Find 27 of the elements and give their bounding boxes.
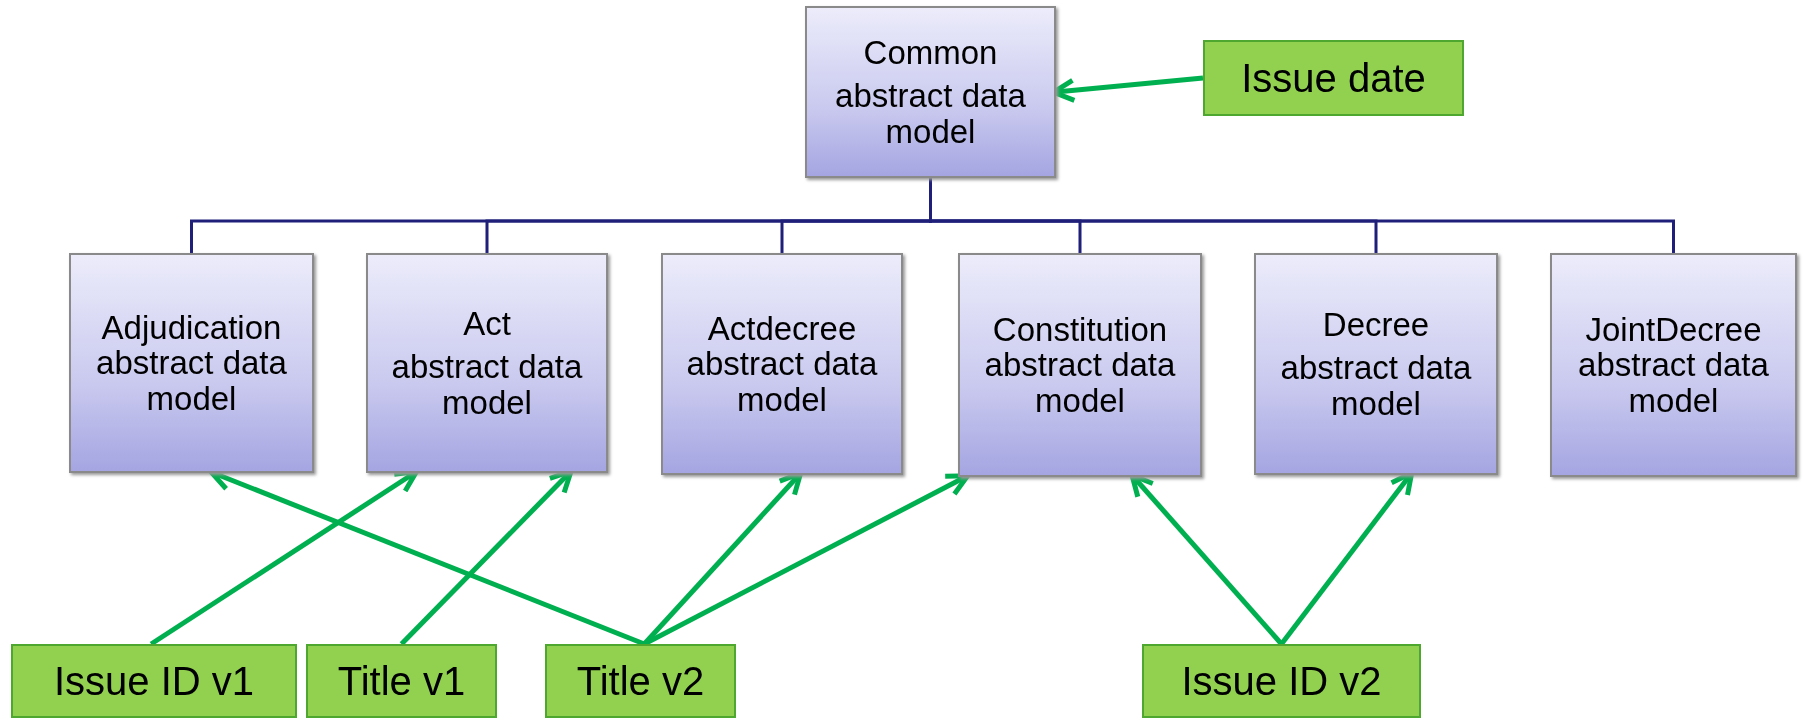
model-name: JointDecree abstract data model [1577,311,1770,419]
attribute-box [11,644,297,718]
model-name: Decree [1322,306,1430,343]
attribute-name: Issue ID v2 [1181,658,1382,704]
model-box [366,253,608,473]
attribute-box [306,644,497,718]
model-box [1254,253,1498,475]
model-name: abstract data model [390,349,584,421]
model-name: Adjudication abstract data model [95,309,288,417]
model-box [1550,253,1797,477]
attribute-name: Title v2 [576,658,705,704]
attribute-name: Issue date [1241,55,1426,101]
model-box [69,253,314,473]
model-box [661,253,903,475]
attribute-name: Issue ID v1 [53,658,255,704]
model-name: Act [463,305,511,342]
attribute-box [1203,40,1464,116]
attribute-name: Title v1 [337,658,466,704]
model-name: Constitution abstract data model [983,311,1177,419]
model-name: Actdecree abstract data model [685,310,879,418]
model-box [805,6,1056,178]
model-box [958,253,1202,477]
attribute-box [1142,644,1421,718]
model-name: abstract data model [834,78,1027,150]
attribute-box [545,644,736,718]
model-name: abstract data model [1279,350,1473,422]
model-name: Common [863,34,998,71]
